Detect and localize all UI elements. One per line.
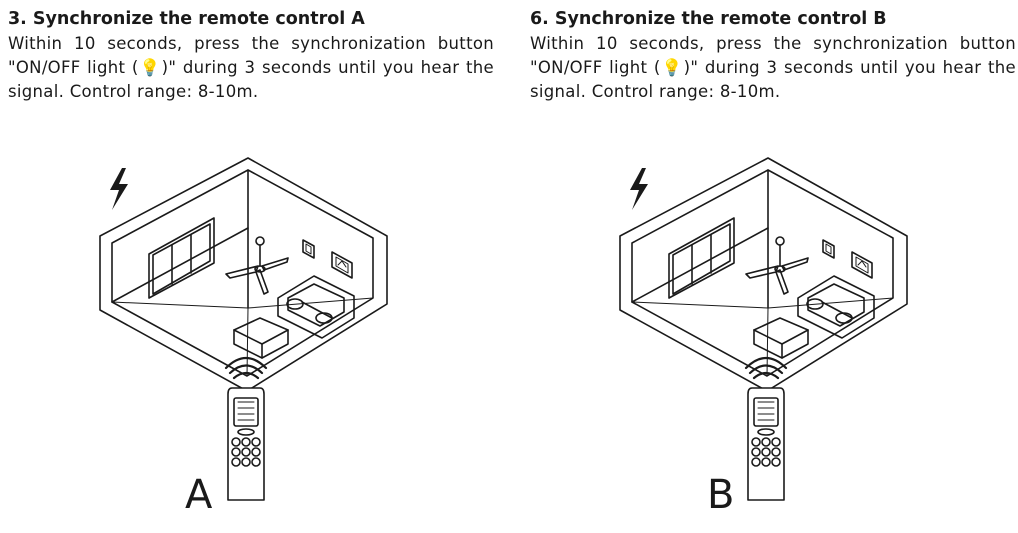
remote-control bbox=[227, 387, 265, 501]
section-a-body: Within 10 seconds, press the synchroniza… bbox=[8, 34, 494, 101]
sofa-icon bbox=[797, 275, 875, 339]
illustration-a: A bbox=[92, 148, 452, 528]
table-icon bbox=[753, 317, 809, 359]
room-walls bbox=[619, 157, 908, 392]
signal-waves-icon bbox=[224, 356, 268, 380]
section-b: 6. Synchronize the remote control B With… bbox=[530, 6, 1016, 104]
room-illustration bbox=[99, 157, 388, 501]
table-icon bbox=[233, 317, 289, 359]
section-a: 3. Synchronize the remote control A With… bbox=[8, 6, 494, 104]
section-a-title: 3. Synchronize the remote control A bbox=[8, 9, 365, 29]
room-walls bbox=[99, 157, 388, 392]
lightning-icon bbox=[630, 168, 648, 210]
illustration-b: B bbox=[612, 148, 972, 528]
remote-label-a: A bbox=[185, 472, 213, 518]
remote-control bbox=[747, 387, 785, 501]
ceiling-fan-icon bbox=[225, 236, 289, 295]
signal-waves-icon bbox=[744, 356, 788, 380]
section-b-title: 6. Synchronize the remote control B bbox=[530, 9, 887, 29]
wall-frames bbox=[302, 239, 353, 279]
sofa-icon bbox=[277, 275, 355, 339]
window-icon bbox=[668, 217, 735, 299]
window-icon bbox=[148, 217, 215, 299]
ceiling-fan-icon bbox=[745, 236, 809, 295]
room-illustration bbox=[619, 157, 908, 501]
remote-label-b: B bbox=[707, 472, 735, 518]
section-b-body: Within 10 seconds, press the synchroniza… bbox=[530, 34, 1016, 101]
wall-frames bbox=[822, 239, 873, 279]
lightning-icon bbox=[110, 168, 128, 210]
